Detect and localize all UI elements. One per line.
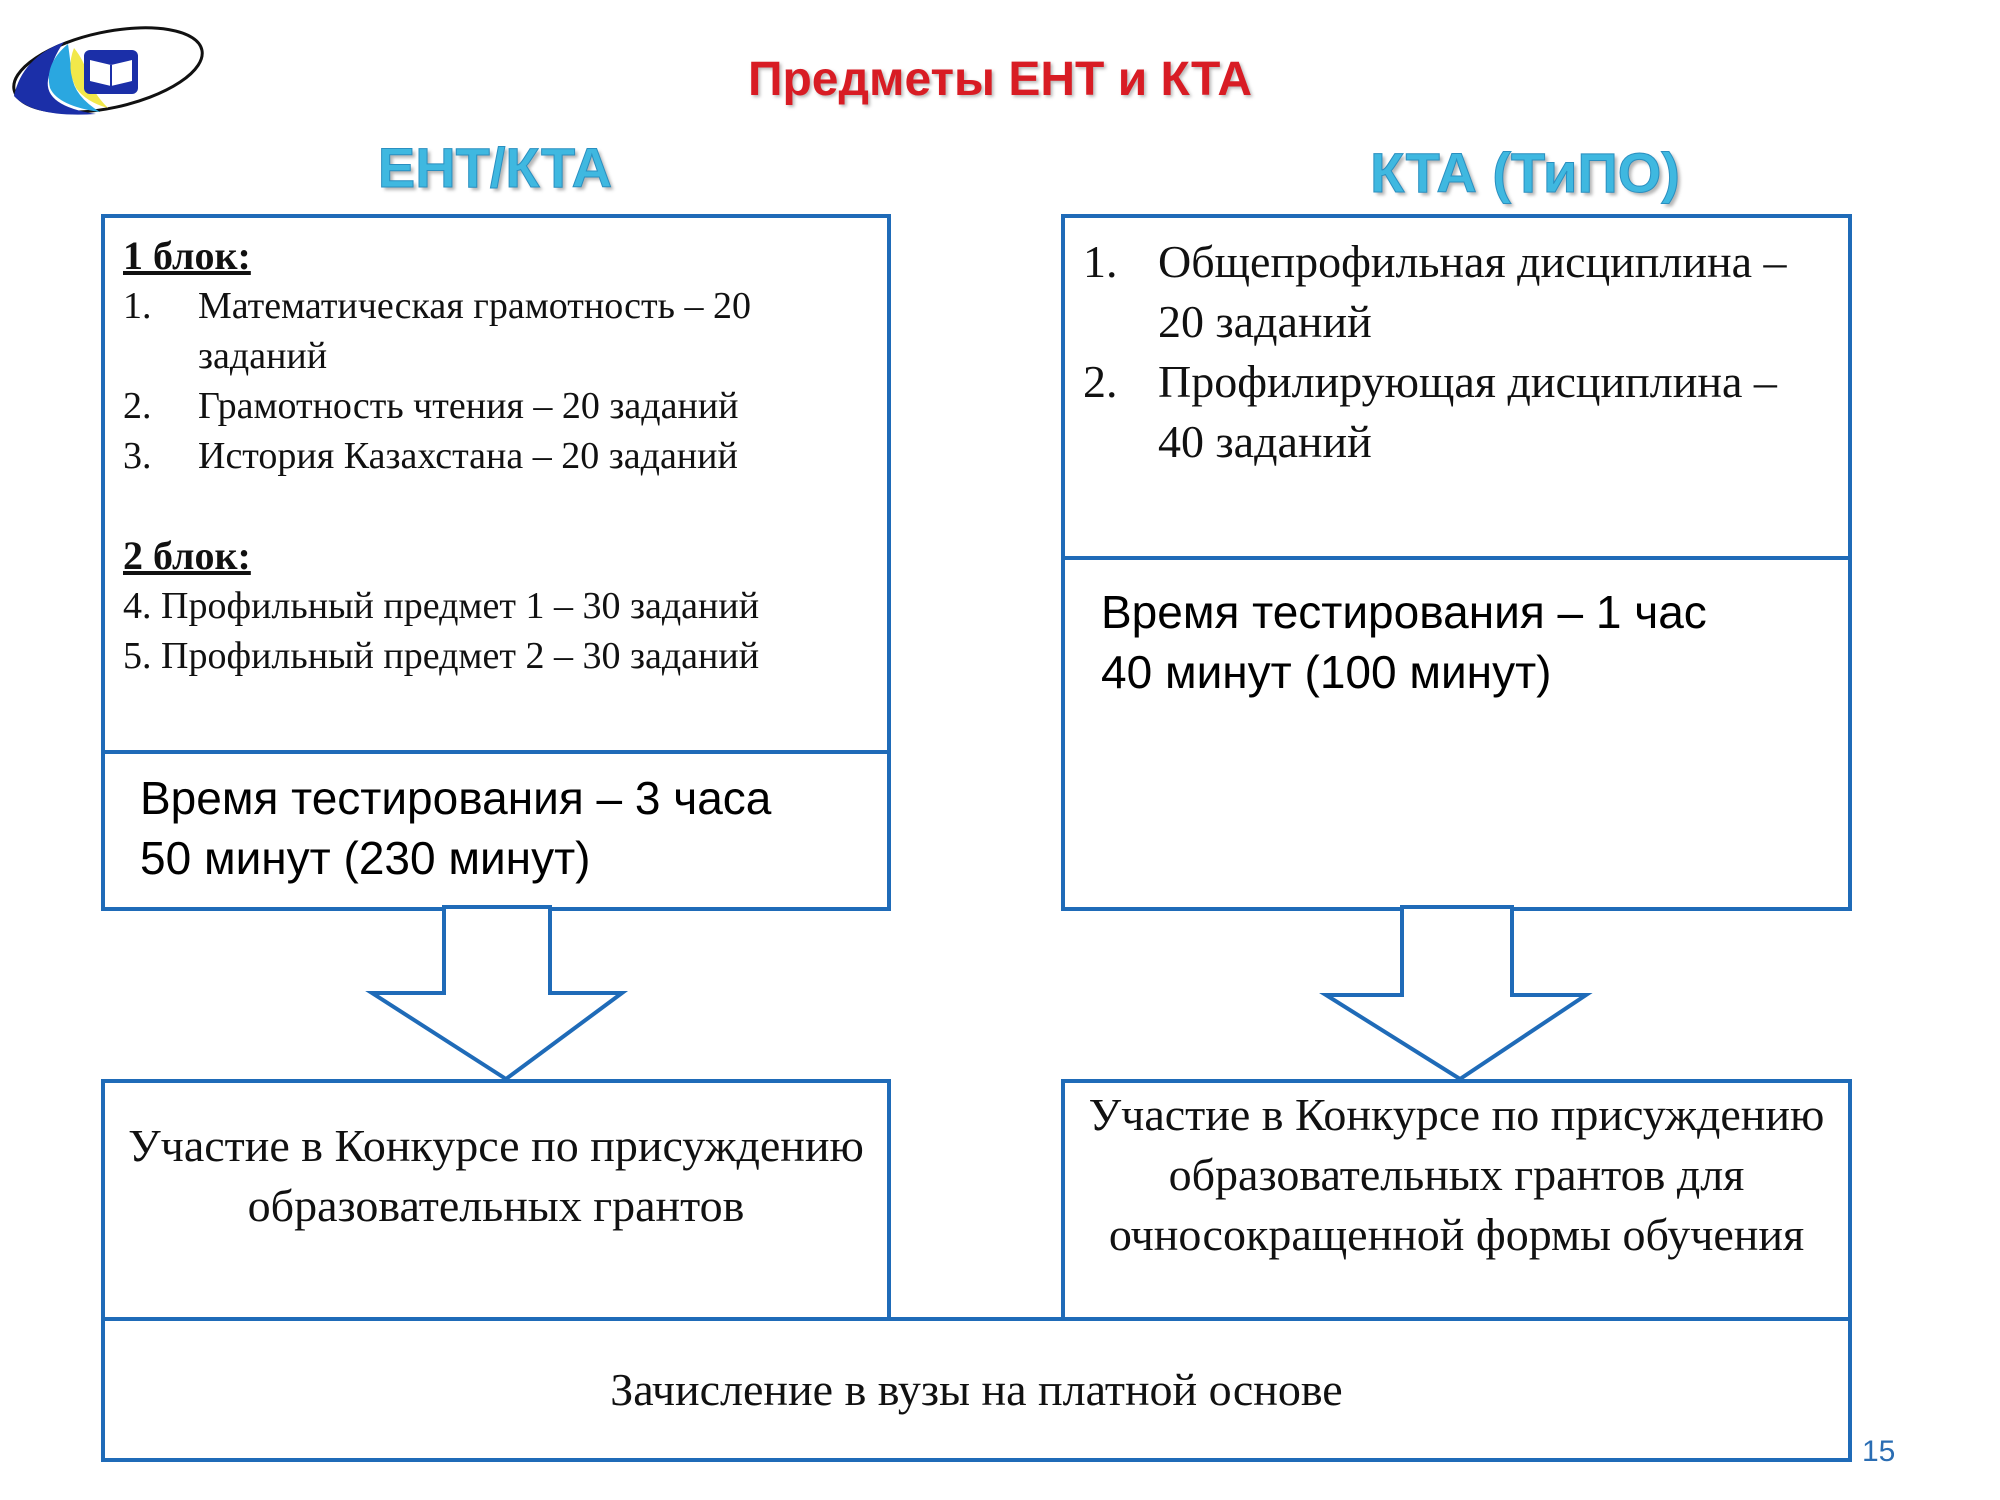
list-item-text: Математическая грамотность – 20 заданий xyxy=(198,285,751,377)
block1-title: 1 блок: xyxy=(123,233,251,278)
right-subjects-box: 1. Общепрофильная дисциплина – 20 заданий… xyxy=(1061,214,1852,911)
block1-list: 1. Математическая грамотность – 20 задани… xyxy=(123,281,873,481)
list-item-text: Профилирующая дисциплина – 40 заданий xyxy=(1158,356,1777,467)
right-down-arrow xyxy=(1319,905,1593,1082)
list-item: 1. Общепрофильная дисциплина – 20 заданий xyxy=(1083,232,1833,352)
list-item-number: 2. xyxy=(1083,356,1118,407)
list-item: 2. Профилирующая дисциплина – 40 заданий xyxy=(1083,352,1833,472)
list-item-text: История Казахстана – 20 заданий xyxy=(198,435,738,477)
left-time-line2: 50 минут (230 минут) xyxy=(140,832,591,884)
right-outcome-text: Участие в Конкурсе по присуждению образо… xyxy=(1088,1089,1825,1260)
left-time-line1: Время тестирования – 3 часа xyxy=(140,772,772,824)
paid-enrollment-box: Зачисление в вузы на платной основе xyxy=(101,1317,1852,1462)
logo xyxy=(12,26,204,115)
list-item: 2. Грамотность чтения – 20 заданий xyxy=(123,381,873,431)
left-block1: 1 блок: 1. Математическая грамотность – 2… xyxy=(123,231,873,681)
left-column-heading: ЕНТ/КТА xyxy=(377,136,613,200)
right-box-divider xyxy=(1065,556,1848,560)
block2-item: 5. Профильный предмет 2 – 30 заданий xyxy=(123,635,760,677)
block2-item: 4. Профильный предмет 1 – 30 заданий xyxy=(123,585,760,627)
left-time-text: Время тестирования – 3 часа 50 минут (23… xyxy=(140,768,880,888)
right-column-heading: КТА (ТиПО) xyxy=(1370,141,1681,205)
right-subjects-list: 1. Общепрофильная дисциплина – 20 заданий… xyxy=(1083,232,1833,472)
open-book-icon xyxy=(84,50,138,94)
list-item: 3. История Казахстана – 20 заданий xyxy=(123,431,873,481)
block2-title: 2 блок: xyxy=(123,533,251,578)
list-item-number: 1. xyxy=(123,285,152,327)
page-number: 15 xyxy=(1862,1435,1896,1468)
right-time-text: Время тестирования – 1 час 40 минут (100… xyxy=(1101,582,1841,702)
list-item-number: 1. xyxy=(1083,236,1118,287)
list-item: 1. Математическая грамотность – 20 задани… xyxy=(123,281,873,381)
list-item-number: 2. xyxy=(123,385,152,427)
list-item-text: Грамотность чтения – 20 заданий xyxy=(198,385,739,427)
paid-enrollment-text: Зачисление в вузы на платной основе xyxy=(610,1364,1343,1415)
right-time-line2: 40 минут (100 минут) xyxy=(1101,646,1552,698)
right-outcome-box: Участие в Конкурсе по присуждению образо… xyxy=(1061,1079,1852,1323)
right-time-line1: Время тестирования – 1 час xyxy=(1101,586,1707,638)
list-item-text: Общепрофильная дисциплина – 20 заданий xyxy=(1158,236,1787,347)
slide-title: Предметы ЕНТ и КТА xyxy=(747,53,1253,106)
left-subjects-box: 1 блок: 1. Математическая грамотность – 2… xyxy=(101,214,891,911)
left-outcome-box: Участие в Конкурсе по присуждению образо… xyxy=(101,1079,891,1323)
left-down-arrow xyxy=(365,905,629,1082)
right-subjects: 1. Общепрофильная дисциплина – 20 заданий… xyxy=(1083,232,1833,472)
left-outcome-text: Участие в Конкурсе по присуждению образо… xyxy=(128,1120,864,1231)
left-box-divider xyxy=(105,750,887,754)
list-item-number: 3. xyxy=(123,435,152,477)
